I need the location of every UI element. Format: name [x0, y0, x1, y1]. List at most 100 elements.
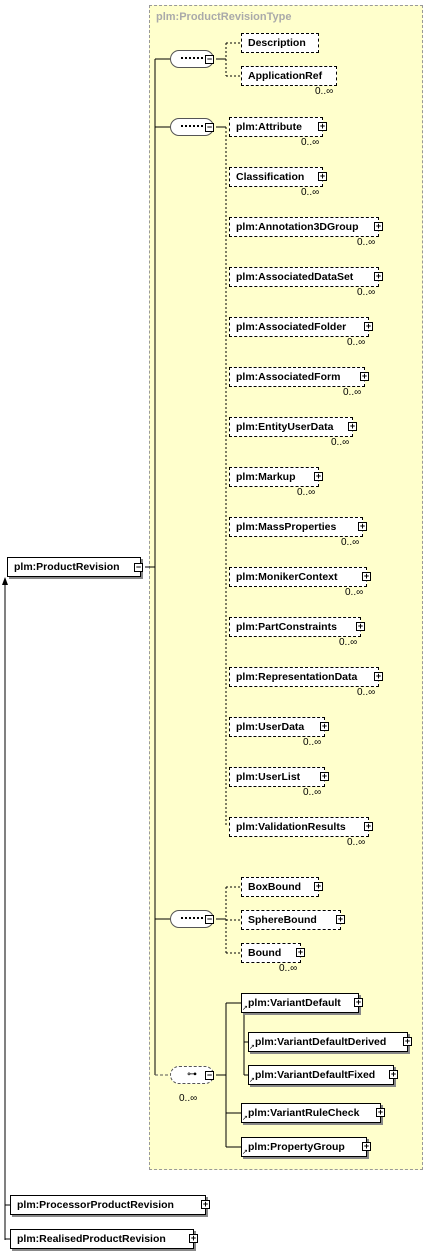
element-label: plm:VariantDefault: [248, 997, 341, 1009]
sequence-icon: [181, 57, 203, 59]
element-spherebound[interactable]: SphereBound: [241, 910, 341, 930]
collapse-icon[interactable]: −: [205, 54, 214, 64]
reference-arrow-icon: ↗: [249, 1077, 255, 1084]
element-label: plm:AssociatedDataSet: [236, 271, 354, 283]
element-variantrulecheck[interactable]: plm:VariantRuleCheck: [241, 1103, 381, 1123]
occurrence-label: 0..∞: [303, 737, 322, 748]
expand-icon[interactable]: +: [364, 321, 373, 331]
occurrence-label: 0..∞: [343, 387, 362, 398]
expand-icon[interactable]: +: [348, 421, 357, 431]
expand-icon[interactable]: +: [320, 721, 329, 731]
element-processorproductrevision[interactable]: plm:ProcessorProductRevision: [10, 1195, 206, 1215]
expand-icon[interactable]: +: [374, 671, 383, 681]
element-label: Bound: [248, 947, 282, 959]
element-associatedform[interactable]: plm:AssociatedForm: [229, 367, 365, 387]
element-label: plm:PropertyGroup: [248, 1141, 345, 1153]
expand-icon[interactable]: +: [364, 821, 373, 831]
element-boxbound[interactable]: BoxBound: [241, 877, 319, 897]
element-label: Description: [248, 37, 306, 49]
element-markup[interactable]: plm:Markup: [229, 467, 319, 487]
element-classification[interactable]: Classification: [229, 167, 323, 187]
element-variantdefault[interactable]: plm:VariantDefault: [241, 993, 359, 1013]
expand-icon[interactable]: +: [376, 1107, 385, 1117]
occurrence-label: 0..∞: [357, 687, 376, 698]
element-representationdata[interactable]: plm:RepresentationData: [229, 667, 379, 687]
element-annotation3dgroup[interactable]: plm:Annotation3DGroup: [229, 217, 379, 237]
element-label: ApplicationRef: [248, 70, 323, 82]
expand-icon[interactable]: +: [318, 171, 327, 181]
occurrence-label: 0..∞: [347, 337, 366, 348]
element-variantdefaultfixed[interactable]: plm:VariantDefaultFixed: [248, 1065, 394, 1085]
element-variantdefaultderived[interactable]: plm:VariantDefaultDerived: [248, 1032, 408, 1052]
expand-icon[interactable]: +: [189, 1233, 198, 1243]
occurrence-label: 0..∞: [331, 437, 350, 448]
element-partconstraints[interactable]: plm:PartConstraints: [229, 617, 361, 637]
collapse-icon[interactable]: −: [134, 562, 143, 572]
reference-arrow-icon: ↗: [242, 1115, 248, 1122]
element-label: plm:Annotation3DGroup: [236, 221, 359, 233]
element-label: plm:UserData: [236, 721, 305, 733]
choice-icon: ⊶: [187, 1069, 197, 1080]
expand-icon[interactable]: +: [314, 471, 323, 481]
occurrence-label: 0..∞: [301, 187, 320, 198]
element-label: Classification: [236, 171, 305, 183]
element-description[interactable]: Description: [241, 33, 319, 53]
expand-icon[interactable]: +: [374, 271, 383, 281]
collapse-icon[interactable]: −: [205, 914, 214, 924]
expand-icon[interactable]: +: [336, 914, 345, 924]
occurrence-label: 0..∞: [357, 237, 376, 248]
expand-icon[interactable]: +: [389, 1069, 398, 1079]
element-label: plm:RealisedProductRevision: [17, 1233, 166, 1245]
occurrence-label: 0..∞: [339, 637, 358, 648]
reference-arrow-icon: ↗: [242, 1149, 248, 1156]
expand-icon[interactable]: +: [360, 371, 369, 381]
element-label: plm:Markup: [236, 471, 296, 483]
root-element-product-revision[interactable]: plm:ProductRevision: [7, 557, 141, 577]
element-label: plm:AssociatedFolder: [236, 321, 347, 333]
sequence-compositor-2[interactable]: [170, 118, 214, 136]
element-realisedproductrevision[interactable]: plm:RealisedProductRevision: [10, 1229, 194, 1249]
expand-icon[interactable]: +: [320, 771, 329, 781]
element-userdata[interactable]: plm:UserData: [229, 717, 325, 737]
expand-icon[interactable]: +: [403, 1036, 412, 1046]
occurrence-label: 0..∞: [303, 787, 322, 798]
element-label: plm:VariantDefaultDerived: [255, 1036, 387, 1048]
element-entityuserdata[interactable]: plm:EntityUserData: [229, 417, 353, 437]
element-userlist[interactable]: plm:UserList: [229, 767, 325, 787]
collapse-icon[interactable]: −: [205, 1070, 214, 1080]
occurrence-label: 0..∞: [345, 587, 364, 598]
expand-icon[interactable]: +: [314, 881, 323, 891]
element-monikercontext[interactable]: plm:MonikerContext: [229, 567, 367, 587]
element-label: plm:ValidationResults: [236, 821, 346, 833]
element-label: plm:Attribute: [236, 121, 302, 133]
element-bound[interactable]: Bound: [241, 943, 301, 963]
element-label: plm:PartConstraints: [236, 621, 337, 633]
element-applicationref[interactable]: ApplicationRef: [241, 66, 337, 86]
element-associatedfolder[interactable]: plm:AssociatedFolder: [229, 317, 369, 337]
expand-icon[interactable]: +: [358, 521, 367, 531]
expand-icon[interactable]: +: [362, 1141, 371, 1151]
element-label: plm:VariantRuleCheck: [248, 1107, 360, 1119]
occurrence-label: 0..∞: [279, 963, 298, 974]
expand-icon[interactable]: +: [296, 947, 305, 957]
element-propertygroup[interactable]: plm:PropertyGroup: [241, 1137, 367, 1157]
expand-icon[interactable]: +: [201, 1199, 210, 1209]
expand-icon[interactable]: +: [374, 221, 383, 231]
element-attribute[interactable]: plm:Attribute: [229, 117, 323, 137]
element-massproperties[interactable]: plm:MassProperties: [229, 517, 363, 537]
reference-arrow-icon: ↗: [249, 1044, 255, 1051]
occurrence-label: 0..∞: [357, 287, 376, 298]
reference-arrow-icon: ↗: [242, 1005, 248, 1012]
collapse-icon[interactable]: −: [205, 122, 214, 132]
element-validationresults[interactable]: plm:ValidationResults: [229, 817, 369, 837]
root-element-label: plm:ProductRevision: [14, 561, 120, 573]
sequence-icon: [181, 917, 203, 919]
type-title: plm:ProductRevisionType: [156, 11, 292, 23]
element-label: BoxBound: [248, 881, 302, 893]
expand-icon[interactable]: +: [354, 997, 363, 1007]
element-associateddataset[interactable]: plm:AssociatedDataSet: [229, 267, 379, 287]
expand-icon[interactable]: +: [362, 571, 371, 581]
element-label: plm:MonikerContext: [236, 571, 338, 583]
expand-icon[interactable]: +: [318, 121, 327, 131]
expand-icon[interactable]: +: [356, 621, 365, 631]
